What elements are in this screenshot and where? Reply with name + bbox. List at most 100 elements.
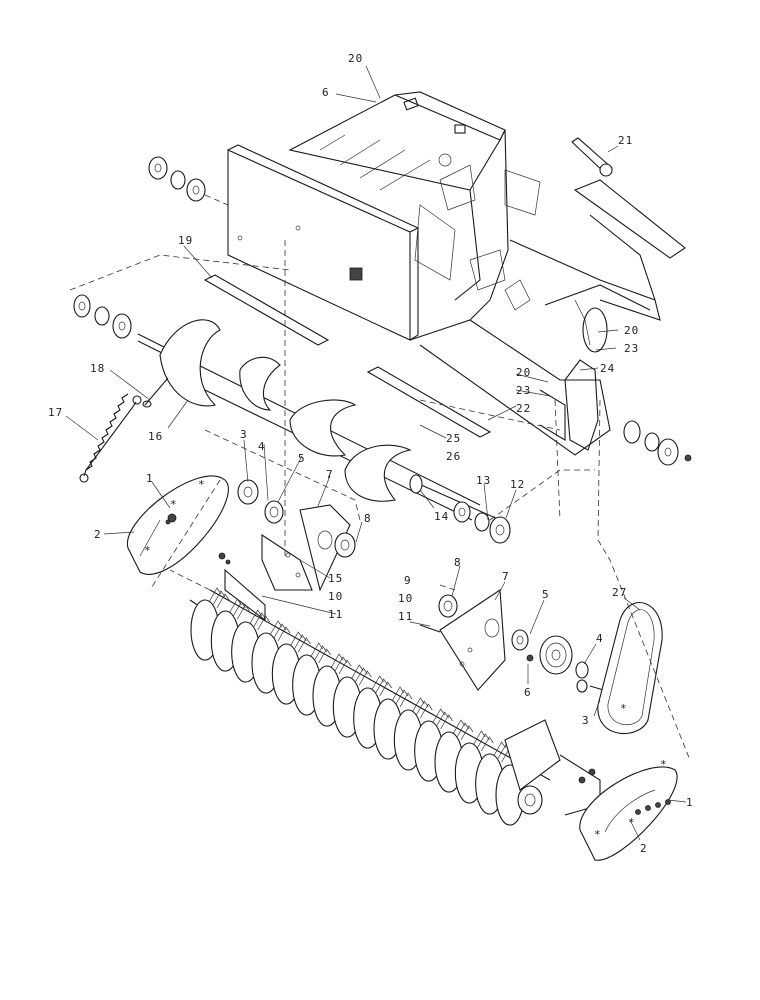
part-label-11: 11 xyxy=(328,608,343,621)
reel-tine xyxy=(237,604,250,620)
reel-tine xyxy=(359,670,372,686)
lever-arm-21 xyxy=(571,137,613,177)
part-label-26: 26 xyxy=(446,450,461,463)
part-label-8: 8 xyxy=(454,556,462,569)
part-label-21: 21 xyxy=(618,134,633,147)
part-label-20: 20 xyxy=(516,366,531,379)
reel-tine xyxy=(212,590,226,606)
reel-tine xyxy=(290,631,303,647)
part-label-4: 4 xyxy=(596,632,604,645)
stripper-bars xyxy=(69,254,561,438)
reel-tine xyxy=(493,741,506,757)
asterisk-marker: * xyxy=(198,478,206,491)
part-labels: 20 6 21 19 18 17 16 20 23 20 24 23 22 25… xyxy=(48,52,694,855)
reel-tine xyxy=(269,620,283,636)
part-label-2: 2 xyxy=(640,842,648,855)
part-label-18: 18 xyxy=(90,362,105,375)
reel-tine xyxy=(310,642,323,658)
part-label-2: 2 xyxy=(94,528,102,541)
asterisk-marker: * xyxy=(170,498,178,511)
reel-tine xyxy=(249,609,262,625)
part-label-16: 16 xyxy=(148,430,163,443)
spring-17 xyxy=(79,393,142,483)
reel-tine xyxy=(371,675,384,691)
part-label-22: 22 xyxy=(516,402,531,415)
reel-tine xyxy=(481,736,494,752)
left-drive-assembly xyxy=(127,429,361,622)
part-label-23: 23 xyxy=(624,342,639,355)
part-label-20: 20 xyxy=(624,324,639,337)
reel-tine xyxy=(395,689,409,705)
reel-tine xyxy=(477,733,490,749)
asterisk-marker: * xyxy=(620,702,628,715)
part-label-9: 9 xyxy=(404,574,412,587)
asterisk-markers: * * * * * * * xyxy=(144,478,667,841)
asterisk-marker: * xyxy=(628,816,636,829)
main-frame xyxy=(227,91,686,456)
part-label-3: 3 xyxy=(582,714,590,727)
part-label-17: 17 xyxy=(48,406,63,419)
auger-16 xyxy=(159,319,501,521)
reel-tine xyxy=(338,659,352,675)
auger-left-bearings xyxy=(73,294,171,358)
part-label-12: 12 xyxy=(510,478,525,491)
reel-tine xyxy=(460,725,474,741)
reel-tine xyxy=(391,686,405,702)
reel-tine xyxy=(440,714,453,730)
reel-tine xyxy=(273,623,287,639)
part-label-10: 10 xyxy=(328,590,343,603)
part-label-20: 20 xyxy=(348,52,363,65)
part-label-1: 1 xyxy=(146,472,154,485)
leader-lines xyxy=(65,65,687,841)
reel-tine xyxy=(351,664,364,680)
part-label-8: 8 xyxy=(364,512,372,525)
reel-tine xyxy=(257,615,270,631)
auger-right-bearings xyxy=(453,501,511,544)
part-label-6: 6 xyxy=(524,686,532,699)
reel-tine xyxy=(456,722,470,738)
reel-tine xyxy=(473,730,486,746)
part-label-11: 11 xyxy=(398,610,413,623)
reel-tine xyxy=(379,681,392,697)
reel-tine xyxy=(298,637,311,653)
part-label-19: 19 xyxy=(178,234,193,247)
reel-tine xyxy=(277,626,291,642)
part-label-13: 13 xyxy=(476,474,491,487)
reel-tine xyxy=(330,653,344,669)
reel-tine xyxy=(375,678,388,694)
reel-tine xyxy=(208,587,222,603)
upper-bearing-stack xyxy=(148,156,229,206)
reel-tine xyxy=(416,700,429,716)
part-label-1: 1 xyxy=(686,796,694,809)
frame-right-bearings xyxy=(623,420,692,466)
reel-tine xyxy=(436,711,449,727)
part-label-23: 23 xyxy=(516,384,531,397)
assembly-guide-lines xyxy=(149,240,691,761)
part-label-6: 6 xyxy=(322,86,330,99)
reel-tine xyxy=(233,601,246,617)
part-label-10: 10 xyxy=(398,592,413,605)
part-label-5: 5 xyxy=(542,588,550,601)
reel-tine xyxy=(420,703,433,719)
part-label-24: 24 xyxy=(600,362,615,375)
reel-tine xyxy=(216,593,230,609)
right-drive-assembly xyxy=(419,589,678,861)
reel-tine xyxy=(318,648,331,664)
asterisk-marker: * xyxy=(144,544,152,557)
reel-tine xyxy=(399,692,413,708)
reel-tine xyxy=(355,667,368,683)
reel-tine xyxy=(314,645,327,661)
part-label-25: 25 xyxy=(446,432,461,445)
part-label-3: 3 xyxy=(240,428,248,441)
part-label-14: 14 xyxy=(434,510,449,523)
reel-tine xyxy=(229,598,242,614)
part-label-27: 27 xyxy=(612,586,627,599)
hook-18 xyxy=(142,377,169,408)
reel-tine xyxy=(452,719,466,735)
asterisk-marker: * xyxy=(594,828,602,841)
reel-tine xyxy=(294,634,307,650)
part-label-5: 5 xyxy=(298,452,306,465)
pickup-reel xyxy=(189,587,601,826)
part-label-4: 4 xyxy=(258,440,266,453)
